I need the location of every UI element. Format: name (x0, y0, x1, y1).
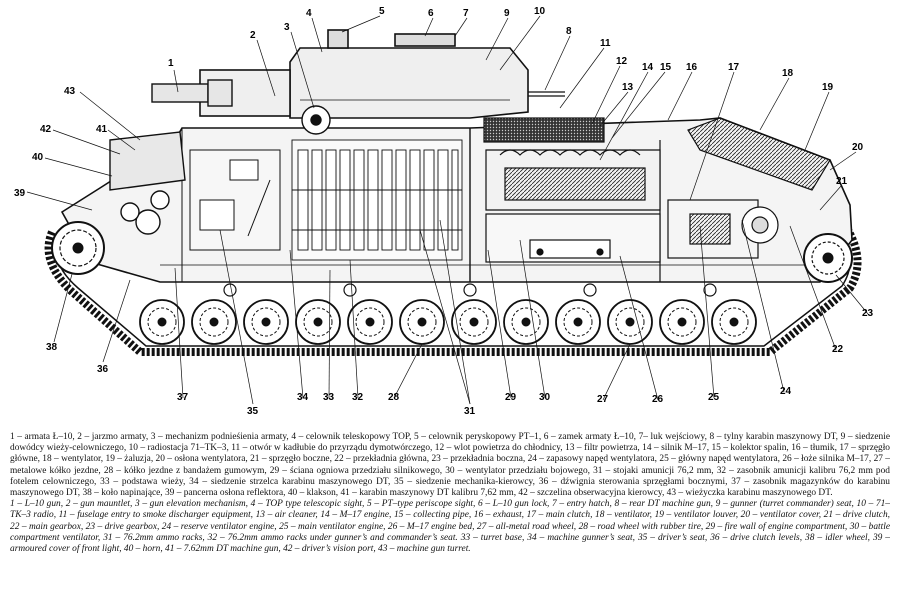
caption-polish: 1 – armata Ł–10, 2 – jarzmo armaty, 3 – … (10, 432, 890, 499)
figure-caption: 1 – armata Ł–10, 2 – jarzmo armaty, 3 – … (10, 432, 890, 555)
road-wheels (139, 283, 757, 345)
main-turret (199, 29, 529, 119)
callout-33: 33 (323, 392, 335, 403)
tank-cutaway-diagram: 1 2 3 4 5 6 7 8 9 10 11 12 13 14 15 16 1… (14, 6, 874, 417)
driver-compartment (189, 149, 281, 251)
callout-17: 17 (728, 62, 740, 73)
callout-2: 2 (250, 30, 256, 41)
callout-3: 3 (284, 22, 290, 33)
callout-16: 16 (686, 62, 698, 73)
ammo-racks (291, 139, 463, 261)
front-mg-turret (109, 131, 186, 235)
callout-5: 5 (379, 6, 385, 17)
callout-20: 20 (852, 142, 864, 153)
callout-37: 37 (177, 392, 189, 403)
callout-36: 36 (97, 364, 109, 375)
callout-4: 4 (306, 8, 312, 19)
callout-32: 32 (352, 392, 364, 403)
caption-english: 1 – L–10 gun, 2 – gun mauntlet, 3 – gun … (10, 499, 890, 555)
rear-dt-mg (528, 91, 565, 97)
callout-30: 30 (539, 392, 551, 403)
callout-23: 23 (862, 308, 874, 319)
callout-numbers: 1 2 3 4 5 6 7 8 9 10 11 12 13 14 15 16 1… (14, 6, 874, 417)
callout-8: 8 (566, 26, 572, 37)
callout-42: 42 (40, 124, 52, 135)
ventilator (667, 117, 831, 259)
callout-14: 14 (642, 62, 654, 73)
callout-9: 9 (504, 8, 510, 19)
callout-19: 19 (822, 82, 834, 93)
callout-31: 31 (464, 406, 476, 417)
callout-34: 34 (297, 392, 309, 403)
callout-29: 29 (505, 392, 517, 403)
callout-25: 25 (708, 392, 720, 403)
callout-41: 41 (96, 124, 108, 135)
callout-40: 40 (32, 152, 44, 163)
callout-12: 12 (616, 56, 628, 67)
callout-27: 27 (597, 394, 609, 405)
callout-43: 43 (64, 86, 76, 97)
callout-38: 38 (46, 342, 58, 353)
callout-15: 15 (660, 62, 672, 73)
callout-24: 24 (780, 386, 792, 397)
callout-26: 26 (652, 394, 664, 405)
leader-lines (26, 15, 869, 405)
callout-13: 13 (622, 82, 634, 93)
callout-21: 21 (836, 176, 848, 187)
callout-18: 18 (782, 68, 794, 79)
l10-gun (151, 79, 331, 135)
callout-1: 1 (168, 58, 174, 69)
engine-compartment (483, 117, 661, 263)
callout-10: 10 (534, 6, 546, 17)
callout-28: 28 (388, 392, 400, 403)
callout-22: 22 (832, 344, 844, 355)
drive-sprocket (803, 233, 853, 283)
callout-39: 39 (14, 188, 26, 199)
callout-11: 11 (600, 38, 611, 49)
callout-35: 35 (247, 406, 259, 417)
callout-7: 7 (463, 8, 469, 19)
callout-6: 6 (428, 8, 434, 19)
idler-wheel (51, 221, 105, 275)
